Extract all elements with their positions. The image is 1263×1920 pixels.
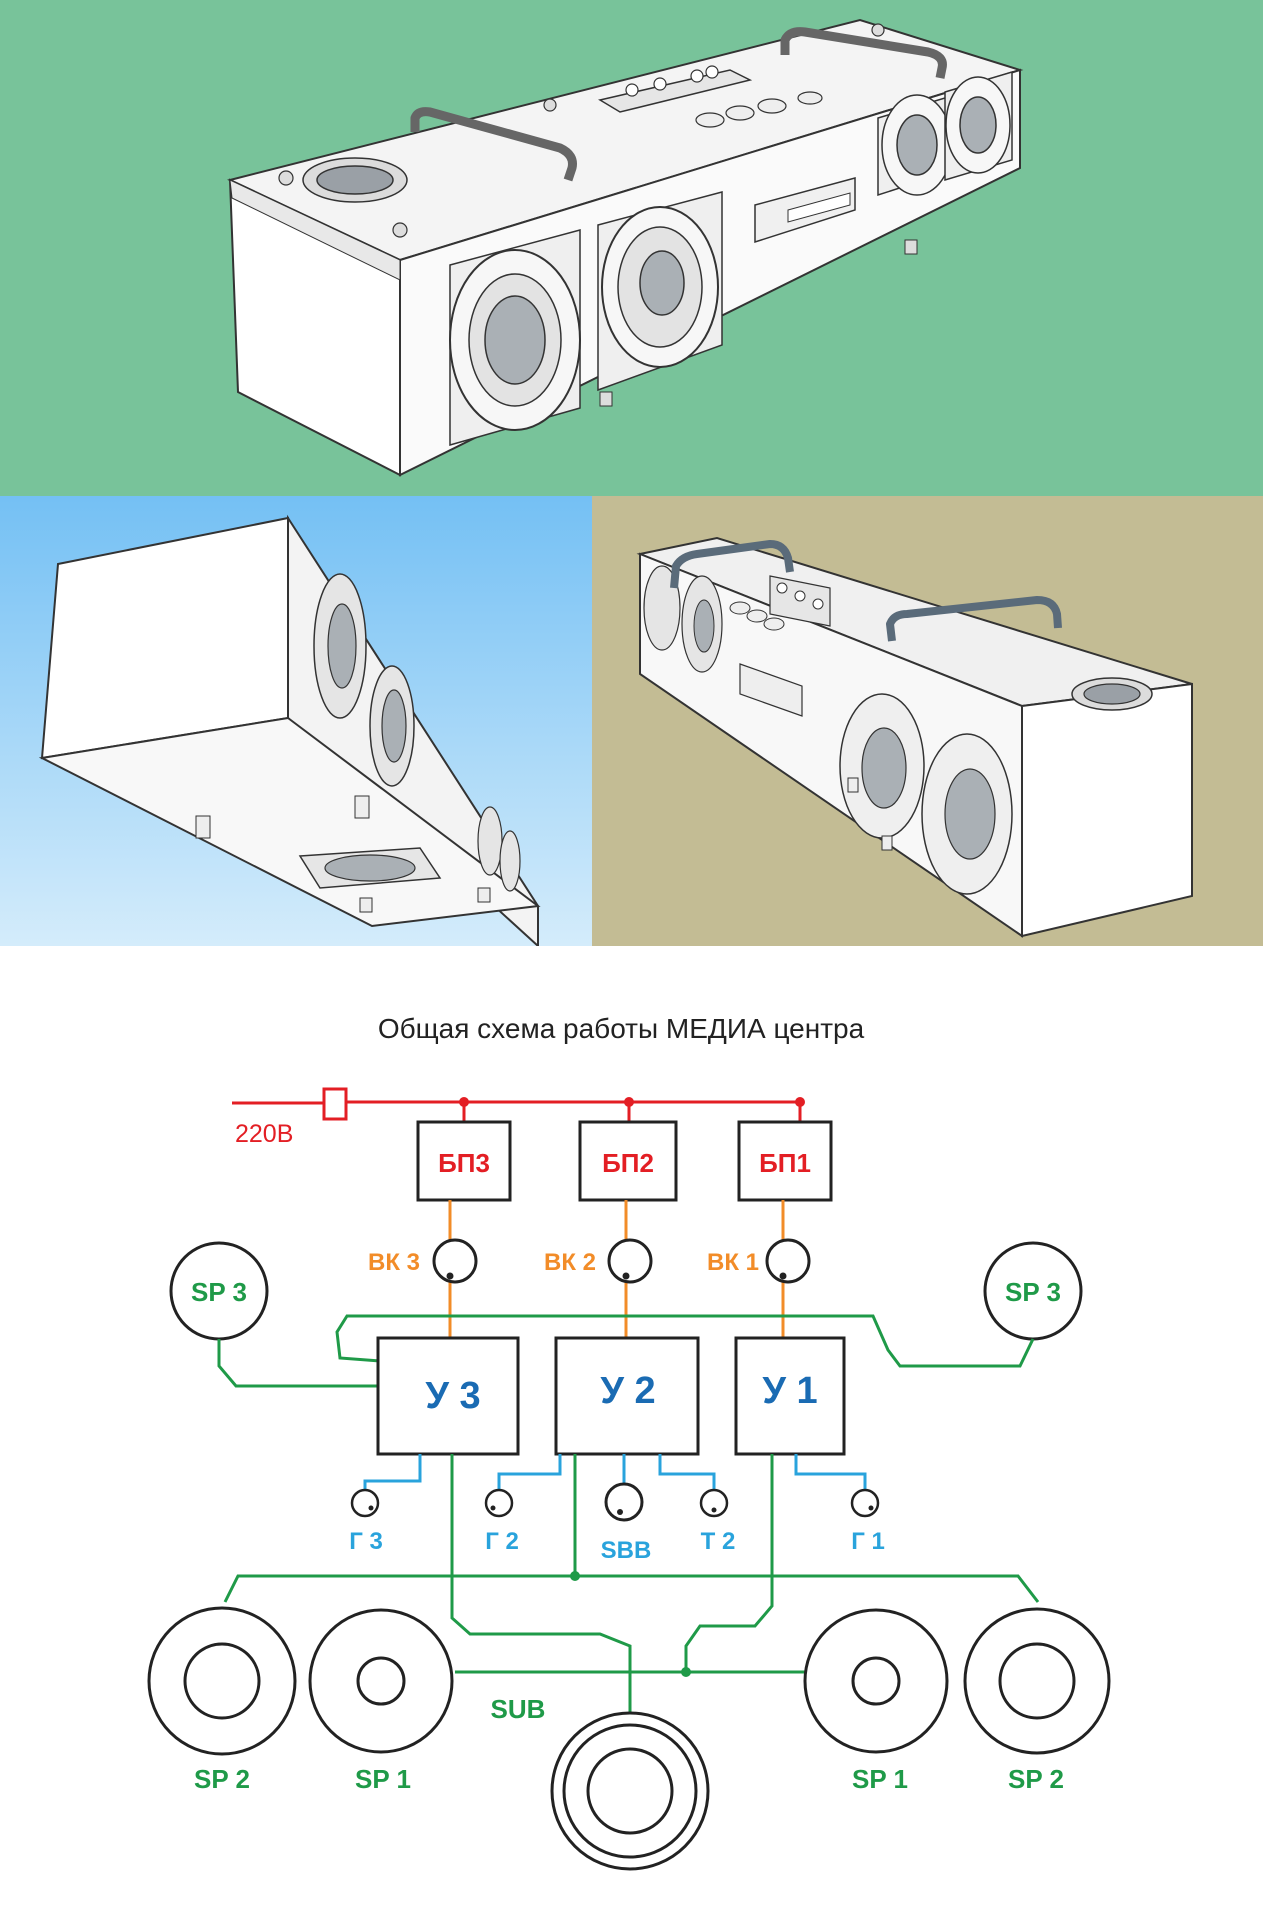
- volume3-label: ВК 3: [368, 1249, 420, 1276]
- amp2-box: [554, 1336, 700, 1456]
- speaker-sp1-left: [308, 1608, 454, 1754]
- media-center-bottom-render: [0, 496, 592, 946]
- volume3-knob: [432, 1238, 478, 1284]
- speaker-sp1-left-cone: [356, 1656, 406, 1706]
- volume1-knob-dot: [779, 1272, 787, 1280]
- tone-t2-label: Т 2: [701, 1528, 736, 1555]
- render-front-view: [0, 0, 1263, 496]
- sp3-left-wire: [217, 1339, 378, 1388]
- psu3-label: БП3: [438, 1148, 490, 1178]
- speaker-sp1-left-label: SP 1: [355, 1764, 411, 1794]
- volume3-knob-dot: [446, 1272, 454, 1280]
- sbb-knob-dot: [617, 1509, 623, 1515]
- sbb-label: SBB: [601, 1537, 652, 1564]
- tone-g2-wire: [497, 1454, 562, 1494]
- tone-t2-knob: [699, 1488, 729, 1518]
- tone-g1-label: Г 1: [851, 1528, 885, 1555]
- render-back-view: [592, 496, 1263, 946]
- amp2-label: У 2: [600, 1370, 655, 1412]
- sub-left-wire: [450, 1454, 632, 1714]
- amp3-label: У 3: [425, 1375, 480, 1417]
- volume2-knob: [607, 1238, 653, 1284]
- tone-g1-wire: [794, 1454, 867, 1494]
- fuse: [322, 1087, 348, 1121]
- tone-g1-knob-dot: [868, 1505, 874, 1511]
- media-center-back-render: [592, 496, 1263, 946]
- media-center-front-render: [0, 0, 1263, 496]
- amp3-box: [376, 1336, 520, 1456]
- sub-right-wire: [684, 1454, 774, 1672]
- tone-g1-knob: [850, 1488, 880, 1518]
- sbb-knob: [604, 1482, 644, 1522]
- tone-t2-wire: [658, 1454, 716, 1494]
- volume2-knob-dot: [622, 1272, 630, 1280]
- psu2-box: [578, 1120, 678, 1202]
- speaker-sp2-right-label: SP 2: [1008, 1764, 1064, 1794]
- tone-g2-knob-dot: [490, 1505, 496, 1511]
- junction-amp2-out: [570, 1571, 580, 1581]
- subwoofer: [550, 1711, 710, 1871]
- psu1-box: [737, 1120, 833, 1202]
- sp3-right-wire: [335, 1314, 1035, 1368]
- subwoofer-cone: [586, 1747, 674, 1835]
- speaker-sp2-right: [963, 1607, 1111, 1755]
- sp2-bus-wire: [223, 1574, 1040, 1603]
- psu1-label: БП1: [759, 1148, 811, 1178]
- speaker-sp2-left: [147, 1606, 297, 1756]
- speaker-sp2-left-label: SP 2: [194, 1764, 250, 1794]
- tone-g3-knob-dot: [368, 1505, 374, 1511]
- volume2-label: ВК 2: [544, 1249, 596, 1276]
- amp1-box: [734, 1336, 846, 1456]
- junction-sp1-bus: [681, 1667, 691, 1677]
- volume1-label: ВК 1: [707, 1249, 759, 1276]
- media-center-schematic: Общая схема работы МЕДИА центра 220В БП3…: [147, 1013, 1111, 1871]
- speaker-sp1-right-cone: [851, 1656, 901, 1706]
- speaker-sp1-right-label: SP 1: [852, 1764, 908, 1794]
- tone-g2-label: Г 2: [485, 1528, 519, 1555]
- speaker-sp2-left-cone: [183, 1642, 261, 1720]
- tone-t2-knob-dot: [711, 1507, 717, 1513]
- schematic-title: Общая схема работы МЕДИА центра: [378, 1013, 865, 1044]
- tone-g3-label: Г 3: [349, 1528, 383, 1555]
- render-bottom-view: [0, 496, 592, 946]
- speaker-sp1-right: [803, 1608, 949, 1754]
- tone-g2-knob: [484, 1488, 514, 1518]
- speaker-sp3-left-label: SP 3: [191, 1277, 247, 1307]
- input-voltage-label: 220В: [235, 1120, 293, 1148]
- psu3-box: [416, 1120, 512, 1202]
- tone-g3-wire: [363, 1454, 422, 1494]
- volume1-knob: [765, 1238, 811, 1284]
- amp1-label: У 1: [762, 1370, 817, 1412]
- speaker-sp2-right-cone: [998, 1642, 1076, 1720]
- psu2-label: БП2: [602, 1148, 654, 1178]
- tone-g3-knob: [350, 1488, 380, 1518]
- subwoofer-surround: [562, 1723, 698, 1859]
- subwoofer-label: SUB: [491, 1694, 546, 1724]
- speaker-sp3-right-label: SP 3: [1005, 1277, 1061, 1307]
